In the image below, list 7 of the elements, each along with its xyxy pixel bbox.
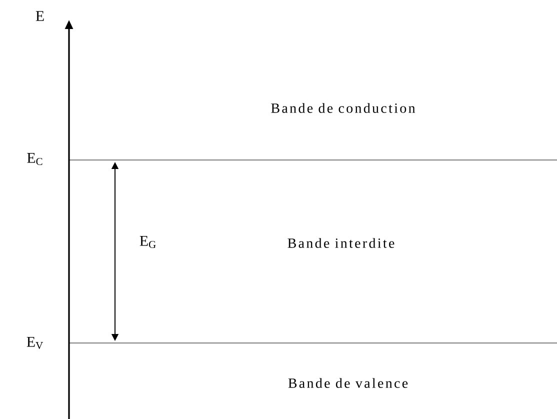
band-label: Bande de conduction <box>271 103 416 113</box>
gap-label: E$_{G}$ <box>140 236 156 248</box>
axis-label: E <box>36 11 44 21</box>
band-label: Bande de valence <box>288 378 408 388</box>
band-label: Bande interdite <box>288 238 394 248</box>
level-label: E$_{C}$ <box>27 153 42 166</box>
level-label: E$_{V}$ <box>26 336 43 350</box>
